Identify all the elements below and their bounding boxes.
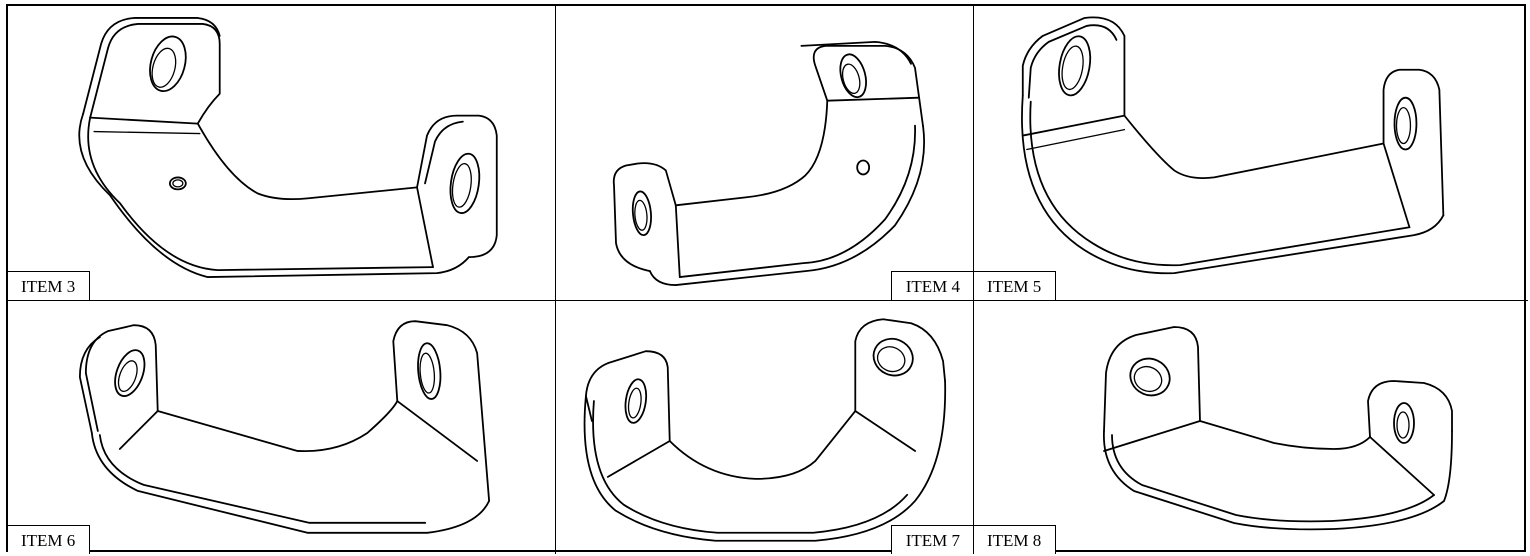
bracket-drawing-item-8	[1103, 326, 1453, 531]
item-label: ITEM 3	[8, 271, 91, 300]
bracket-drawing-item-3	[78, 17, 498, 278]
item-cell-4: ITEM 4	[556, 6, 974, 301]
item-label: ITEM 7	[890, 525, 973, 554]
item-label: ITEM 6	[8, 525, 91, 554]
bracket-drawing-item-7	[583, 318, 947, 542]
bracket-drawing-item-4	[612, 40, 926, 286]
item-label: ITEM 5	[974, 271, 1057, 300]
item-cell-6: ITEM 6	[8, 301, 556, 554]
item-cell-3: ITEM 3	[8, 6, 556, 301]
item-label: ITEM 8	[974, 525, 1057, 554]
item-cell-5: ITEM 5	[974, 6, 1528, 301]
bracket-drawing-item-5	[1021, 16, 1445, 275]
item-label: ITEM 4	[890, 271, 973, 300]
bracket-items-grid: ITEM 3 ITEM 4	[6, 4, 1528, 554]
bracket-drawing-item-6	[78, 320, 491, 534]
item-cell-8: ITEM 8	[974, 301, 1528, 554]
item-cell-7: ITEM 7	[556, 301, 974, 554]
